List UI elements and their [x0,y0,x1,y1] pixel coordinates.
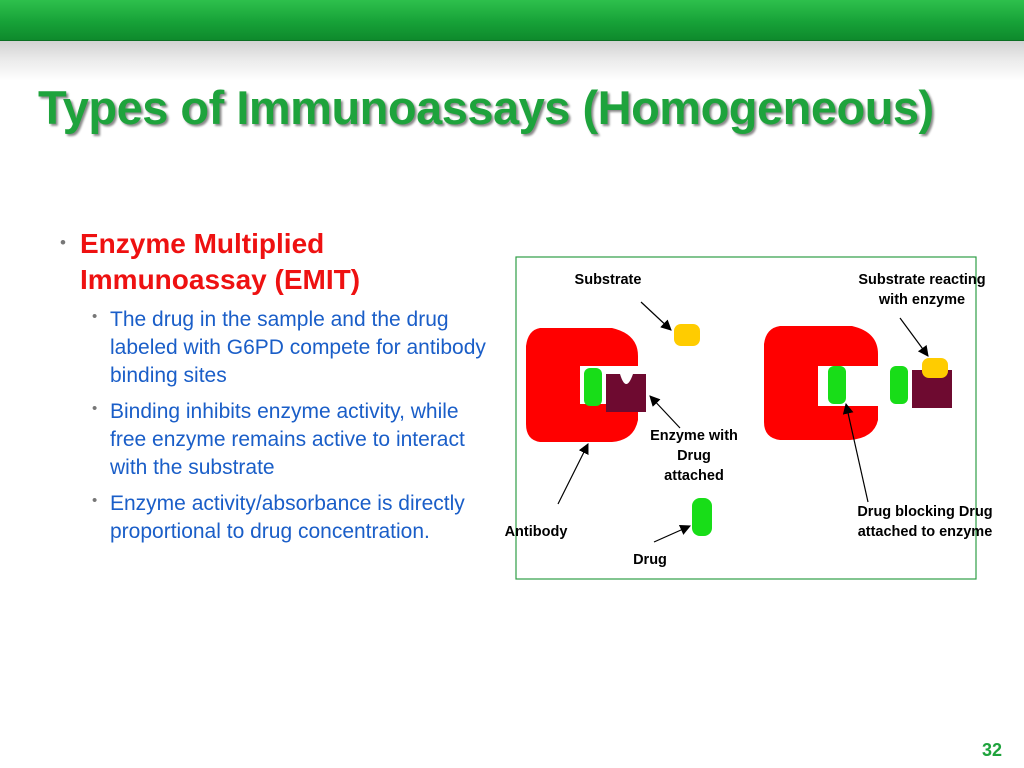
free-drug-shape [692,498,712,536]
sub-bullet-text: The drug in the sample and the drug labe… [110,308,486,387]
page-number: 32 [981,740,1002,760]
label-enzyme-with-drug: Enzyme with [650,428,738,444]
sub-bullet-text: Binding inhibits enzyme activity, while … [110,400,465,479]
antibody-shape [526,328,638,442]
sub-bullet-item: • Enzyme activity/absorbance is directly… [88,490,498,546]
bullet-dot-icon: • [92,400,98,417]
slide-title: Types of Immunoassays (Homogeneous) [38,81,934,134]
sub-bullet-text: Enzyme activity/absorbance is directly p… [110,492,465,543]
label-antibody: Antibody [505,524,568,540]
drug-shape [828,366,846,404]
bullet-dot-icon: • [92,492,98,509]
label-drug-blocking: attached to enzyme [858,524,993,540]
arrow [653,525,691,543]
label-drug: Drug [633,552,667,568]
label-enzyme-with-drug: attached [664,468,724,484]
sub-bullet-item: • Binding inhibits enzyme activity, whil… [88,398,498,482]
slide-content: • Enzyme Multiplied Immunoassay (EMIT) •… [58,226,498,554]
drug-shape [584,368,602,406]
arrow [640,301,672,331]
substrate-shape [674,324,700,346]
header-bar [0,0,1024,41]
drug-shape [890,366,908,404]
label-drug-blocking: Drug blocking Drug [857,504,992,520]
emit-heading: Enzyme Multiplied Immunoassay (EMIT) [80,228,361,295]
arrow [842,402,869,503]
label-substrate: Substrate [575,272,642,288]
substrate-shape [922,358,948,378]
label-substrate-reacting: Substrate reacting [858,272,985,288]
enzyme-shape [606,374,646,412]
arrow [649,395,681,429]
emit-diagram: Substrate Substrate reacting with enzyme… [505,256,993,580]
sub-bullet-list: • The drug in the sample and the drug la… [88,306,498,546]
sub-bullet-item: • The drug in the sample and the drug la… [88,306,498,390]
label-enzyme-with-drug: Drug [677,448,711,464]
arrow [557,443,589,505]
enzyme-shape [912,370,952,408]
label-substrate-reacting: with enzyme [878,292,965,308]
bullet-dot-icon: • [60,233,66,252]
arrow [899,317,929,357]
header-shade [0,41,1024,81]
bullet-dot-icon: • [92,308,98,325]
main-bullet: • Enzyme Multiplied Immunoassay (EMIT) [58,226,498,298]
